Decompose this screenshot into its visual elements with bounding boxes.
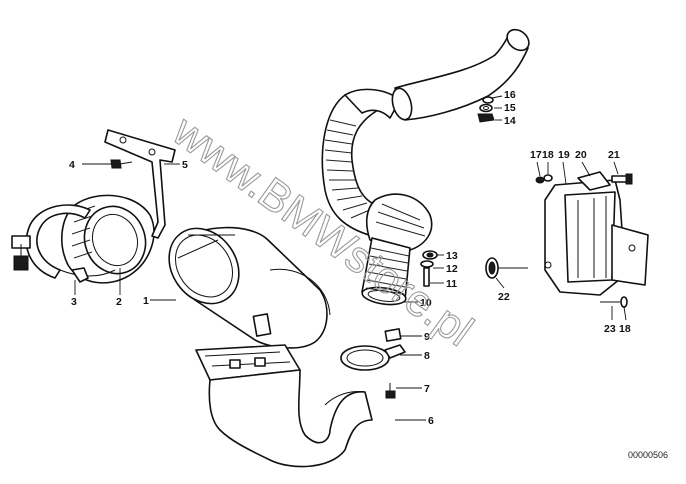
callout-23: 23 — [604, 323, 616, 335]
lower-duct — [195, 344, 373, 468]
bellow-hose — [361, 193, 433, 306]
fasteners-17-18-21 — [535, 173, 633, 185]
callout-18-bottom: 18 — [619, 323, 631, 335]
callout-7: 7 — [424, 383, 430, 395]
callout-8: 8 — [424, 350, 430, 362]
callout-19: 19 — [558, 149, 570, 161]
bolt-22 — [485, 257, 528, 279]
bracket-assembly — [544, 171, 649, 296]
callout-2: 2 — [116, 296, 122, 308]
intake-snorkel — [391, 28, 530, 121]
callout-14: 14 — [504, 115, 516, 127]
callout-13: 13 — [446, 250, 458, 262]
clamp-ring — [340, 328, 406, 371]
fasteners-14-16 — [477, 96, 495, 123]
hose-clamp — [11, 204, 116, 283]
screw-23 — [600, 296, 628, 308]
callout-1: 1 — [143, 295, 149, 307]
callout-labels: 1 2 3 4 5 6 7 8 9 10 11 12 13 14 15 16 1… — [69, 89, 631, 427]
callout-15: 15 — [504, 102, 516, 114]
callout-10: 10 — [420, 297, 432, 309]
callout-11: 11 — [446, 278, 457, 290]
screw-7 — [385, 383, 396, 399]
upper-ribbed-hose — [321, 88, 401, 237]
air-filter-housing — [168, 226, 331, 349]
callout-18-top: 18 — [542, 149, 554, 161]
callout-17: 17 — [530, 149, 542, 161]
callout-22: 22 — [498, 291, 510, 303]
callout-12: 12 — [446, 263, 458, 275]
callout-16: 16 — [504, 89, 516, 101]
callout-6: 6 — [428, 415, 434, 427]
callout-20: 20 — [575, 149, 587, 161]
callout-5: 5 — [182, 159, 188, 171]
callout-3: 3 — [71, 296, 77, 308]
callout-9: 9 — [424, 331, 430, 343]
screw-11-washers — [420, 250, 438, 287]
bracket-5 — [104, 129, 176, 239]
leader-lines — [74, 95, 627, 421]
screw-4 — [110, 159, 133, 169]
callout-4: 4 — [69, 159, 75, 171]
document-number: 00000506 — [628, 450, 668, 460]
callout-21: 21 — [608, 149, 620, 161]
